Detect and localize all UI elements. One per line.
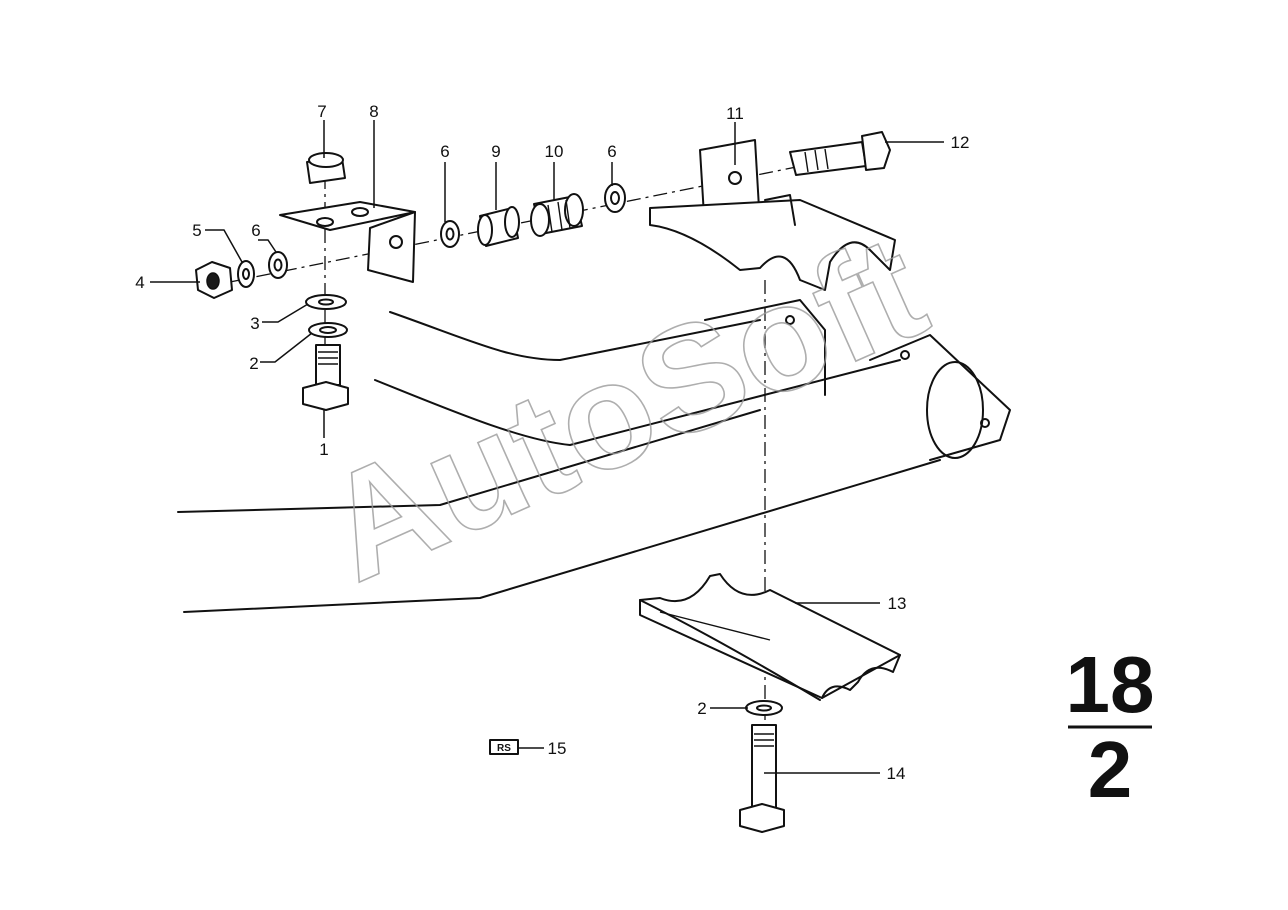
rubber-bushing-10-part [530, 193, 584, 237]
washers-6 [268, 183, 626, 279]
callout-9: 9 [491, 142, 500, 161]
callout-4: 4 [135, 273, 144, 292]
group-number: 18 2 [1066, 640, 1155, 814]
callout-7: 7 [317, 102, 326, 121]
lower-clamp-13-part [639, 573, 901, 701]
sleeve-9-part [477, 206, 520, 247]
callout-14: 14 [887, 764, 906, 783]
nut-7-part [306, 152, 346, 184]
callout-6-right: 6 [607, 142, 616, 161]
angle-bracket-8-part [279, 201, 416, 283]
bolt-14-part [739, 724, 785, 833]
bolt-1-part [302, 344, 349, 411]
callout-2-lower: 2 [697, 699, 706, 718]
upper-bracket-part [649, 139, 896, 291]
callout-15: 15 [548, 739, 567, 758]
nut-4-part [195, 261, 233, 299]
group-number-bottom: 2 [1088, 725, 1133, 814]
callout-6-left: 6 [251, 221, 260, 240]
bolt-12-part [789, 131, 891, 176]
callout-6-middle: 6 [440, 142, 449, 161]
rs-repair-set-badge: RS [489, 739, 519, 755]
callout-1: 1 [319, 440, 328, 459]
axle-carrier-outline [177, 299, 1011, 613]
spring-washer-2-lower-part [745, 700, 783, 716]
leader-lines [150, 120, 944, 774]
callout-8: 8 [369, 102, 378, 121]
spring-washer-5-part [237, 260, 255, 288]
callout-12: 12 [951, 133, 970, 152]
callout-11: 11 [726, 104, 744, 123]
callout-10: 10 [545, 142, 564, 161]
callout-2-upper: 2 [249, 354, 258, 373]
callout-5: 5 [192, 221, 201, 240]
rs-badge-text: RS [497, 743, 511, 754]
washer-3-part [305, 294, 347, 310]
callout-labels: 1 2 2 3 4 5 6 6 6 7 8 9 10 11 12 13 14 1… [135, 102, 969, 783]
group-number-top: 18 [1066, 640, 1155, 729]
callout-13: 13 [888, 594, 907, 613]
callout-3: 3 [250, 314, 259, 333]
spring-washer-2-upper-part [308, 322, 348, 338]
